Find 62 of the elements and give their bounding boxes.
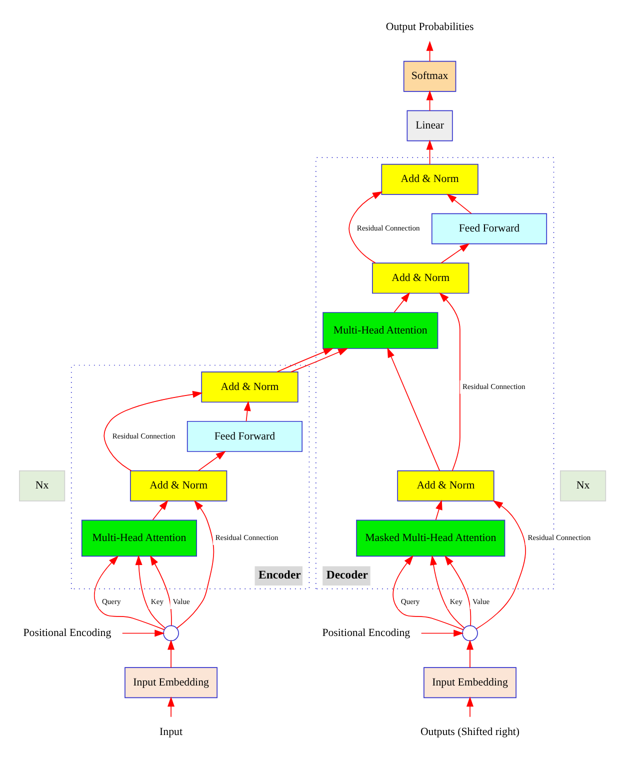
arrow bbox=[444, 555, 472, 626]
edge-label: Residual Connection bbox=[112, 431, 176, 440]
node-box: Nx bbox=[19, 470, 66, 502]
node-box: Input Embedding bbox=[124, 667, 218, 698]
arrow bbox=[394, 292, 410, 313]
edge-label: Residual Connection bbox=[528, 533, 591, 542]
node-box: Add & Norm bbox=[381, 164, 478, 195]
arrow bbox=[348, 191, 383, 264]
arrow bbox=[476, 500, 526, 630]
arrow bbox=[466, 640, 474, 668]
node-text: Positional Encoding bbox=[23, 627, 112, 640]
arrow bbox=[466, 696, 474, 718]
arrow bbox=[426, 40, 434, 62]
node-box: Feed Forward bbox=[186, 420, 302, 452]
node-box: Add & Norm bbox=[372, 262, 470, 294]
node-box: Feed Forward bbox=[431, 213, 548, 244]
edge-label: Key bbox=[150, 597, 164, 606]
edge-label: Query bbox=[102, 597, 121, 606]
node-box: Input Embedding bbox=[424, 667, 516, 698]
node-text: Output Probabilities bbox=[386, 20, 474, 33]
arrow bbox=[150, 555, 172, 626]
node-circle bbox=[163, 625, 179, 642]
arrow bbox=[426, 140, 434, 164]
arrow bbox=[122, 630, 165, 637]
arrow bbox=[168, 696, 175, 718]
arrow bbox=[420, 630, 464, 637]
arrow bbox=[198, 450, 226, 472]
edge-label: Value bbox=[172, 597, 190, 606]
edge-label: Key bbox=[450, 597, 462, 606]
node-circle bbox=[462, 625, 478, 642]
edge-label: Residual Connection bbox=[356, 224, 420, 233]
arrow bbox=[440, 243, 470, 264]
arrow bbox=[104, 390, 203, 472]
arrow bbox=[94, 556, 165, 630]
node-box: Masked Multi-Head Attention bbox=[356, 520, 506, 557]
node-box: Multi-Head Attention bbox=[81, 520, 197, 557]
node-text: Input bbox=[160, 726, 183, 738]
edge-label: Query bbox=[400, 597, 420, 606]
node-box: Add & Norm bbox=[201, 372, 298, 403]
edge-label: Residual Connection bbox=[462, 382, 526, 391]
arrow bbox=[439, 292, 460, 472]
arrow bbox=[176, 500, 214, 629]
arrow bbox=[435, 500, 442, 520]
arrow bbox=[392, 555, 464, 630]
arrow bbox=[244, 400, 251, 422]
node-box: Linear bbox=[406, 110, 453, 142]
node-text: Positional Encoding bbox=[322, 627, 410, 640]
arrow bbox=[426, 90, 434, 112]
node-box: Softmax bbox=[403, 60, 456, 92]
edge-label: Residual Connection bbox=[215, 533, 278, 542]
arrow bbox=[446, 194, 472, 214]
node-box: Add & Norm bbox=[397, 470, 494, 502]
node-box: Multi-Head Attention bbox=[322, 312, 438, 349]
node-text: Outputs (Shifted right) bbox=[420, 726, 520, 738]
edge-label: Value bbox=[472, 597, 490, 606]
node-box: Nx bbox=[560, 470, 606, 502]
arrow bbox=[387, 348, 440, 471]
node-box: Add & Norm bbox=[130, 470, 228, 502]
arrow bbox=[290, 348, 348, 372]
arrow bbox=[168, 640, 175, 668]
arrow bbox=[152, 500, 168, 520]
arrow bbox=[276, 348, 334, 372]
